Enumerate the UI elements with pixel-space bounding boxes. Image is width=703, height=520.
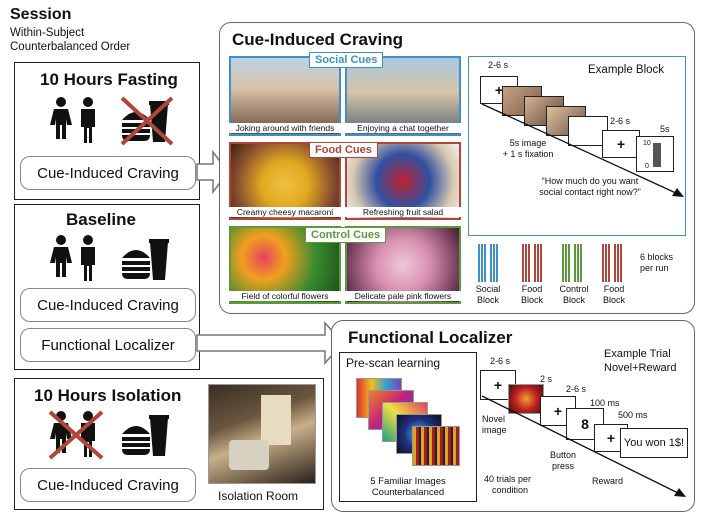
localizer-title: Functional Localizer <box>348 328 513 347</box>
food-block-stripe <box>522 244 530 282</box>
social-photo-1 <box>229 56 341 136</box>
example-block-frame <box>468 56 686 236</box>
familiar-line1: 5 Familiar Images <box>370 476 446 487</box>
baseline-title: Baseline <box>66 210 136 229</box>
example-trial-title: Example Trial <box>604 348 671 360</box>
example-block-title: Example Block <box>588 64 665 76</box>
familiar-image-5 <box>412 426 460 466</box>
social-photo-2 <box>345 56 461 136</box>
block-label-control-2: Block <box>562 295 585 305</box>
block-label-food-4: Block <box>602 295 625 305</box>
people-icon <box>50 235 95 281</box>
lt1: 2-6 s <box>490 356 511 366</box>
isolation-craving-button[interactable]: Cue-Induced Craving <box>20 468 196 502</box>
food-icon <box>122 239 169 280</box>
caption-food-2: Refreshing fruit salad <box>345 207 461 217</box>
lt4: 100 ms <box>590 398 620 408</box>
blocks-note-1: 6 blocks <box>640 252 674 262</box>
baseline-panel <box>14 204 200 370</box>
arrow-right-icon <box>196 321 345 365</box>
novel-line1: Novel <box>482 414 506 424</box>
room-chair <box>229 440 269 470</box>
caption-food-1: Creamy cheesy macaroni <box>229 207 341 217</box>
fasting-title: 10 Hours Fasting <box>40 70 178 89</box>
scale-top: 10 <box>643 140 651 147</box>
trials-line1: 40 trials per <box>484 474 532 484</box>
time-label-mid: 2-6 s <box>610 116 631 126</box>
isolation-title: 10 Hours Isolation <box>34 386 182 405</box>
lt3: 2-6 s <box>566 384 587 394</box>
isolation-panel <box>14 378 324 510</box>
lt5: 500 ms <box>618 410 648 420</box>
prescan-box <box>339 352 477 502</box>
food-icon-crossed <box>120 96 174 146</box>
image-fix-line1: 5s image <box>509 138 547 148</box>
button-line2: press <box>552 461 575 471</box>
isolation-room-photo <box>208 384 316 484</box>
session-title: Session <box>10 6 72 23</box>
social-block-stripe <box>478 244 486 282</box>
social-cues-tag: Social Cues <box>309 52 384 68</box>
blocks-note-2: per run <box>640 263 669 273</box>
food-icon <box>122 415 169 456</box>
cue-craving-title: Cue-Induced Craving <box>232 30 403 49</box>
question-line1: “How much do you want <box>541 176 639 186</box>
caption-control-1: Field of colorful flowers <box>229 291 341 301</box>
block-label-control-1: Control <box>559 284 589 294</box>
food-block-stripe <box>534 244 542 282</box>
block-label-food-1: Food <box>521 284 543 294</box>
timeline-arrow <box>481 103 684 197</box>
control-cues-tag: Control Cues <box>305 227 387 243</box>
familiar-line2: Counterbalanced <box>371 487 445 498</box>
time-label-5s: 5s <box>660 124 670 134</box>
lt2: 2 s <box>540 374 553 384</box>
rating-screen: 10 0 <box>636 136 674 172</box>
prescan-title: Pre-scan learning <box>346 356 441 370</box>
fasting-craving-button[interactable]: Cue-Induced Craving <box>20 156 196 190</box>
time-label-top: 2-6 s <box>488 60 509 70</box>
scale-bottom: 0 <box>645 163 649 170</box>
reward-label: Reward <box>592 476 624 486</box>
session-subtitle-1: Within-Subject <box>10 27 85 39</box>
caption-social-1: Joking around with friends <box>229 123 341 133</box>
control-block-stripe <box>562 244 570 282</box>
reward-screen: You won 1$! <box>620 428 688 458</box>
social-block-stripe <box>490 244 498 282</box>
blank-screen <box>568 116 608 146</box>
session-subtitle-2: Counterbalanced Order <box>10 41 131 53</box>
button-line1: Button <box>550 450 577 460</box>
question-line2: social contact right now?” <box>539 187 641 197</box>
block-label-social-1: Social <box>475 284 501 294</box>
food-cues-tag: Food Cues <box>309 142 378 158</box>
trial-type: Novel+Reward <box>604 362 677 374</box>
caption-social-2: Enjoying a chat together <box>345 123 461 133</box>
fasting-panel <box>14 62 200 200</box>
control-block-stripe <box>574 244 582 282</box>
baseline-craving-button[interactable]: Cue-Induced Craving <box>20 288 196 322</box>
block-label-food-3: Food <box>603 284 625 294</box>
block-label-food-2: Block <box>520 295 543 305</box>
novel-line2: image <box>482 425 507 435</box>
food-block-stripe <box>614 244 622 282</box>
localizer-timeline-arrow <box>481 395 686 497</box>
fixation-screen-2: + <box>602 130 640 158</box>
people-icon-crossed <box>48 410 104 460</box>
isolation-room-label: Isolation Room <box>218 489 299 503</box>
trials-line2: condition <box>492 485 529 495</box>
block-label-social-2: Block <box>476 295 499 305</box>
rating-bar <box>653 143 661 167</box>
room-window <box>261 395 291 445</box>
people-icon <box>50 97 95 143</box>
baseline-localizer-button[interactable]: Functional Localizer <box>20 328 196 362</box>
caption-control-2: Delicate pale pink flowers <box>345 291 461 301</box>
image-fix-line2: + 1 s fixation <box>502 149 554 159</box>
food-block-stripe <box>602 244 610 282</box>
